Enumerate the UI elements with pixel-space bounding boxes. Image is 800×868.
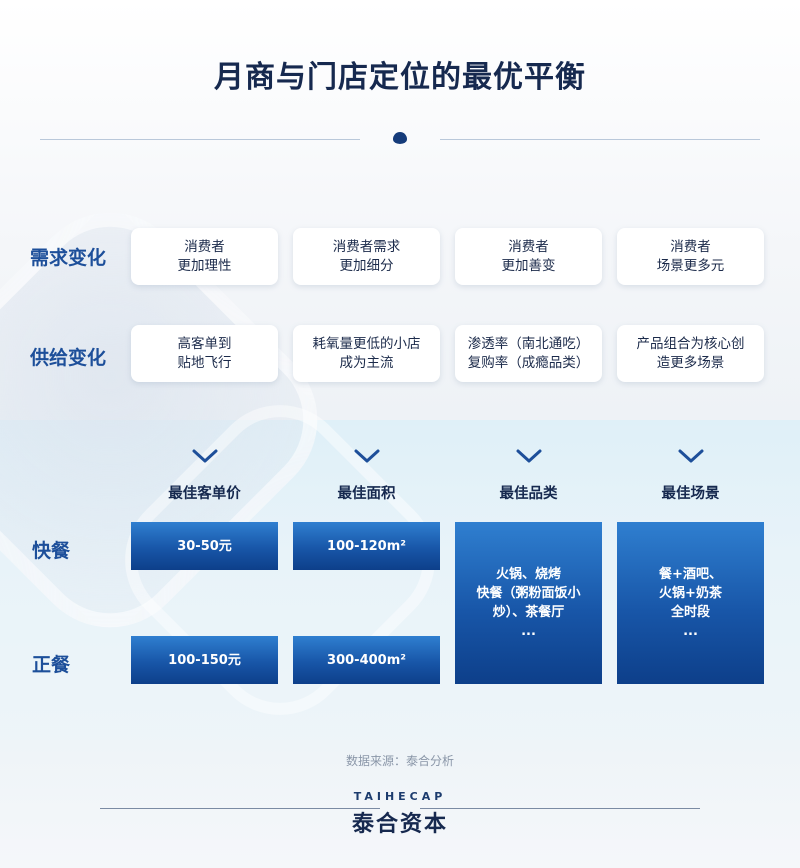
card-line: 复购率（成瘾品类） [467,354,590,371]
demand-label: 需求变化 [30,247,107,269]
card-line: 更加理性 [177,257,232,274]
formal-area-box: 300-400m² [293,636,440,684]
card-line: 耗氧量更低的小店 [312,335,421,352]
card-line: 场景更多元 [656,257,725,274]
data-source: 数据来源：泰合分析 [345,754,454,768]
page-title: 月商与门店定位的最优平衡 [214,60,586,95]
chevron-down-icon [354,449,380,463]
category-line: 快餐（粥粉面饭小 [476,586,581,601]
card-line: 造更多场景 [656,354,725,371]
column-heading-area: 最佳面积 [337,486,396,502]
supply-card: 产品组合为核心创造更多场景 [617,325,764,382]
footer-line-right [420,808,700,809]
category-line: ... [521,624,536,639]
chevron-down-icon [678,449,704,463]
logo-chinese: 泰合资本 [351,812,448,837]
supply-label: 供给变化 [30,347,107,369]
supply-card: 高客单到贴地飞行 [131,325,278,382]
card-line: 消费者 [670,238,711,255]
column-heading-category: 最佳品类 [499,486,558,502]
divider-left [40,139,360,140]
demand-card: 消费者需求更加细分 [293,228,440,285]
diamond-icon [393,132,407,144]
card-line: 更加细分 [339,257,394,274]
card-line: 高客单到 [177,335,232,352]
card-line: 更加善变 [501,257,556,274]
footer-line-left [100,808,380,809]
chevron-down-icon [516,449,542,463]
supply-card: 耗氧量更低的小店成为主流 [293,325,440,382]
card-line: 贴地飞行 [177,354,232,371]
scene-line: 火锅+奶茶 [659,586,722,601]
column-heading-scene: 最佳场景 [661,486,720,502]
category-line: 炒）、茶餐厅 [492,605,565,620]
supply-card: 渗透率（南北通吃） 复购率（成瘾品类） [455,325,602,382]
chevron-down-icon [192,449,218,463]
fast-food-label: 快餐 [32,540,71,562]
card-line: 产品组合为核心创 [636,335,745,352]
formal-dining-label: 正餐 [32,654,71,676]
scene-line: 餐+酒吧、 [659,567,722,582]
fast-area-box: 100-120m² [293,522,440,570]
card-line: 渗透率（南北通吃） [467,335,590,352]
scene-line: ... [683,624,698,639]
divider-right [440,139,760,140]
demand-card: 消费者更加善变 [455,228,602,285]
demand-card: 消费者场景更多元 [617,228,764,285]
card-line: 成为主流 [339,354,394,371]
footer-background [0,740,800,868]
demand-card: 消费者更加理性 [131,228,278,285]
scene-box: 餐+酒吧、 火锅+奶茶 全时段 ... [617,522,764,684]
scene-line: 全时段 [670,605,710,620]
card-line: 消费者需求 [332,238,401,255]
column-heading-price: 最佳客单价 [168,486,241,502]
category-box: 火锅、烧烤 快餐（粥粉面饭小 炒）、茶餐厅 ... [455,522,602,684]
fast-price-box: 30-50元 [131,522,278,570]
formal-price-box: 100-150元 [131,636,278,684]
card-line: 消费者 [508,238,549,255]
card-line: 消费者 [184,238,225,255]
category-line: 火锅、烧烤 [495,567,561,582]
logo-english: TAIHECAP [353,790,447,803]
